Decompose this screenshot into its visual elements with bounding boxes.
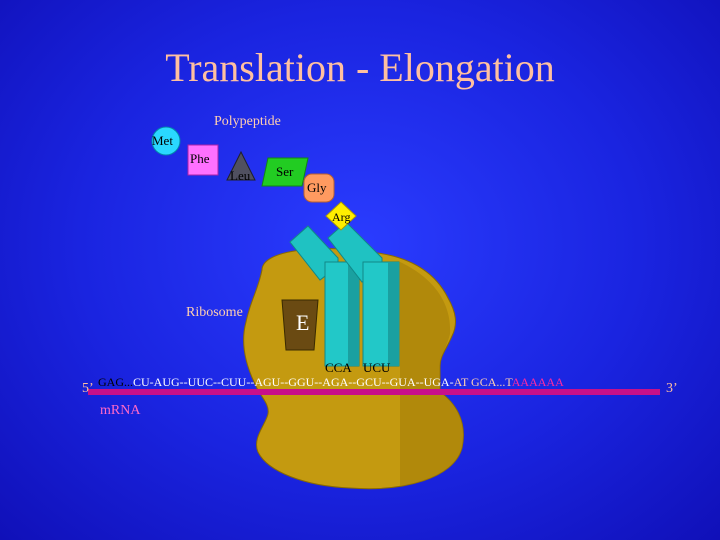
amino-acid-label-ser: Ser [276, 164, 294, 179]
amino-acid-leu [226, 150, 256, 181]
mrna-label: mRNA [100, 403, 141, 418]
ribosome-label: Ribosome [186, 305, 243, 320]
three-prime-label: 3’ [666, 381, 678, 396]
amino-acid-arg [325, 201, 357, 231]
mrna-sequence-segment-white: CU-AUG--UUC--CUU--AGU--GGU--AGA--GCU--GU… [133, 375, 454, 389]
amino-acid-met [151, 126, 181, 156]
amino-acid-ser [261, 157, 309, 187]
mrna-sequence-segment-light: AT GCA...T [453, 375, 512, 389]
amino-acid-label-met: Met [152, 133, 173, 148]
amino-acid-label-phe: Phe [190, 151, 210, 166]
e-site-pocket [281, 299, 319, 351]
five-prime-label: 5’ [82, 381, 94, 396]
mrna-sequence-segment-tail: AAAAAA [511, 375, 564, 389]
anticodon-label-1: CCA [325, 360, 352, 375]
amino-acid-phe [187, 144, 219, 176]
trna-1 [289, 225, 360, 367]
polypeptide-label: Polypeptide [214, 114, 281, 129]
amino-acid-label-leu: Leu [230, 168, 251, 183]
slide-title: Translation - Elongation [165, 45, 555, 90]
ribosome-shadow [400, 262, 464, 486]
trna-2 [327, 221, 400, 367]
amino-acid-label-gly: Gly [307, 180, 327, 195]
anticodon-label-2: UCU [363, 360, 391, 375]
amino-acid-gly [303, 173, 335, 203]
amino-acid-label-arg: Arg [332, 210, 351, 224]
mrna-strand [88, 389, 660, 395]
e-site-label: E [296, 310, 310, 335]
mrna-sequence: GAG...CU-AUG--UUC--CUU--AGU--GGU--AGA--G… [98, 375, 564, 390]
mrna-sequence-segment-dark: GAG... [98, 375, 133, 389]
